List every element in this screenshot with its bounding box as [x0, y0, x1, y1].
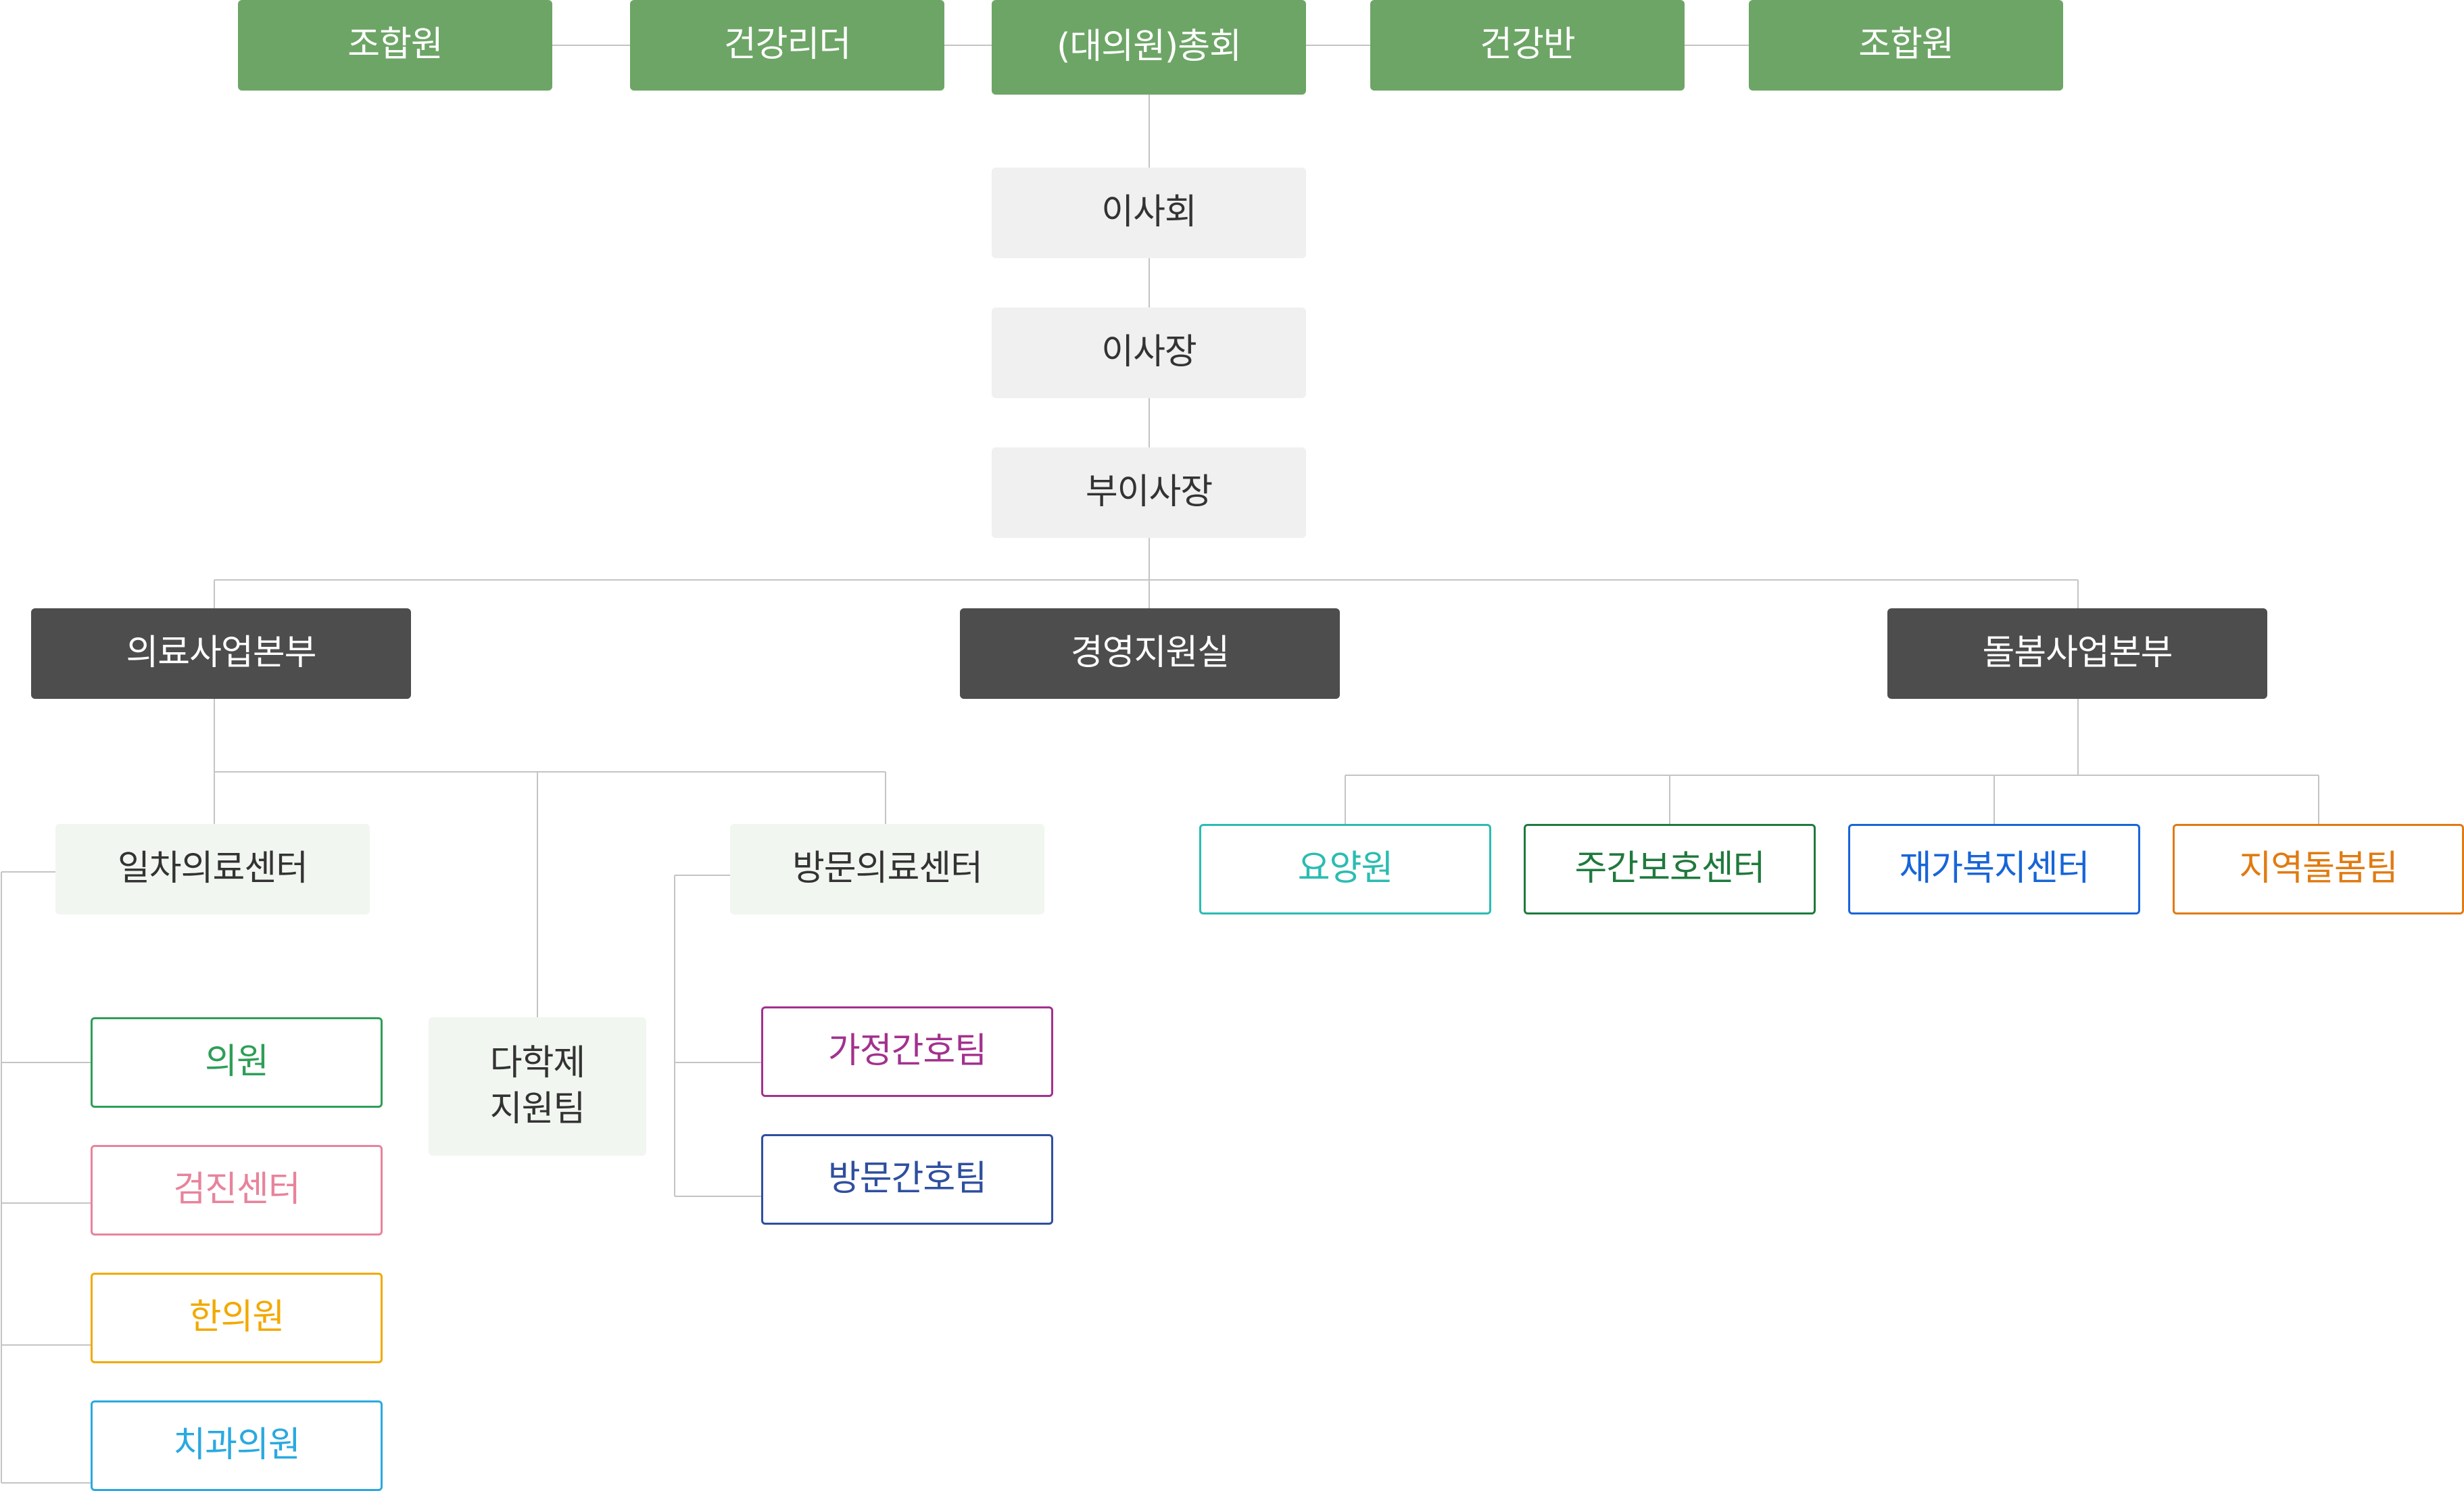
- node-care-division: 돌봄사업본부: [1887, 608, 2267, 699]
- node-label: 주간보호센터: [1574, 848, 1765, 889]
- node-member-right: 조합원: [1749, 0, 2063, 91]
- node-nursing-home: 요양원: [1199, 824, 1491, 914]
- node-day-care-center: 주간보호센터: [1524, 824, 1816, 914]
- node-health-leader: 건강리더: [630, 0, 944, 91]
- node-label: 한의원: [189, 1297, 285, 1338]
- node-primary-care-center: 일차의료센터: [55, 824, 370, 914]
- node-label: 의료사업본부: [126, 633, 316, 674]
- node-label: 이사장: [1101, 332, 1197, 373]
- node-home-welfare-center: 재가복지센터: [1848, 824, 2140, 914]
- node-label: 의원: [205, 1042, 269, 1083]
- node-medical-division: 의료사업본부: [31, 608, 411, 699]
- node-health-group: 건강반: [1370, 0, 1685, 91]
- node-checkup-center: 검진센터: [91, 1145, 383, 1236]
- node-clinic: 의원: [91, 1017, 383, 1108]
- node-label: 돌봄사업본부: [1982, 633, 2173, 674]
- node-visiting-nursing-team: 방문간호팀: [761, 1134, 1053, 1225]
- node-home-visit-center: 방문의료센터: [730, 824, 1044, 914]
- node-label: 방문의료센터: [792, 848, 983, 889]
- node-board: 이사회: [992, 168, 1306, 258]
- node-general-assembly: (대의원)총회: [992, 0, 1306, 95]
- node-management-office: 경영지원실: [960, 608, 1340, 699]
- node-label: 건강반: [1480, 24, 1576, 66]
- node-label: 경영지원실: [1070, 633, 1230, 674]
- node-label: (대의원)총회: [1057, 26, 1242, 68]
- node-vice-chairman: 부이사장: [992, 447, 1306, 538]
- node-home-nursing-team: 가정간호팀: [761, 1006, 1053, 1097]
- node-label: 지역돌봄팀: [2239, 848, 2398, 889]
- node-label: 요양원: [1297, 848, 1394, 889]
- node-dental-clinic: 치과의원: [91, 1400, 383, 1491]
- node-label: 조합원: [347, 24, 443, 66]
- node-korean-medicine-clinic: 한의원: [91, 1273, 383, 1363]
- node-label: 검진센터: [173, 1169, 300, 1211]
- node-label: 부이사장: [1085, 472, 1213, 513]
- node-chairman: 이사장: [992, 308, 1306, 398]
- node-label: 방문간호팀: [827, 1158, 987, 1200]
- node-label: 일차의료센터: [117, 848, 308, 889]
- node-label: 가정간호팀: [827, 1031, 987, 1072]
- node-label: 치과의원: [173, 1425, 300, 1466]
- node-label: 재가복지센터: [1899, 848, 2089, 889]
- node-label: 건강리더: [723, 24, 851, 66]
- node-community-care-team: 지역돌봄팀: [2173, 824, 2464, 914]
- node-label: 이사회: [1101, 192, 1197, 233]
- node-member-left: 조합원: [238, 0, 552, 91]
- node-label: 조합원: [1858, 24, 1954, 66]
